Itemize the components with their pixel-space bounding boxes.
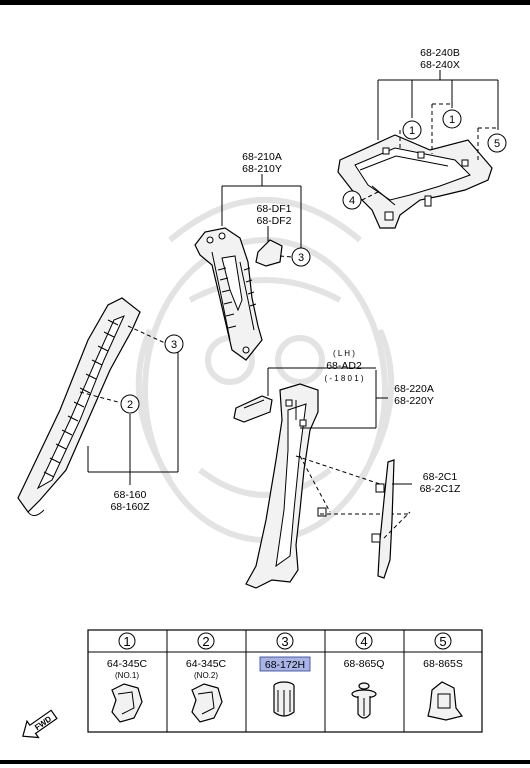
- label-strip-1: 68-2C1: [423, 471, 458, 483]
- fwd-arrow-icon: FWD: [22, 709, 58, 739]
- legend-index-1: 1: [123, 634, 130, 649]
- callout-1b-label: 1: [449, 114, 455, 126]
- label-roof-1: 68-240B: [420, 47, 460, 59]
- part-roof-trim: [337, 134, 493, 229]
- label-strip-2: 68-2C1Z: [420, 483, 461, 495]
- callout-1b: 1: [442, 109, 462, 129]
- label-a-pillar-1: 68-160: [114, 489, 147, 501]
- df-clip: [255, 239, 283, 267]
- b-pillar-leader-lines: [295, 370, 410, 515]
- label-pillar-upper-2: 68-210Y: [242, 163, 282, 175]
- label-ad2-part: 68-AD2: [326, 360, 362, 372]
- callout-4: 4: [342, 190, 362, 210]
- callout-5-label: 5: [494, 138, 500, 150]
- legend-index-2: 2: [202, 634, 209, 649]
- label-ad2-side: ( L H ): [333, 349, 355, 358]
- part-upper-pillar: [194, 227, 283, 361]
- legend-col-1: 1 64-345C (NO.1): [107, 632, 148, 723]
- callout-2: 2: [120, 394, 140, 414]
- legend-col-5: 5 68-865S: [423, 632, 464, 721]
- clip-no2-icon: [191, 683, 223, 723]
- retainer-clip-icon: [427, 681, 464, 721]
- callout-3b: 3: [164, 334, 184, 354]
- part-a-pillar: [17, 297, 141, 516]
- callout-4-label: 4: [349, 195, 355, 207]
- legend-part-1: 64-345C: [107, 658, 148, 670]
- legend-index-3: 3: [281, 634, 288, 649]
- legend-index-4: 4: [360, 634, 367, 649]
- legend-part-4: 68-865Q: [344, 658, 385, 670]
- bottom-rule: [0, 760, 530, 764]
- roof-leader-lines: [361, 70, 499, 201]
- legend-part-5: 68-865S: [423, 658, 463, 670]
- clip-no1-icon: [111, 683, 143, 723]
- legend-part-3: 68-172H: [265, 659, 305, 671]
- a-pillar-leader-lines: [79, 325, 179, 485]
- highlight-box: [259, 656, 311, 672]
- callout-2-label: 2: [127, 399, 133, 411]
- label-roof-2: 68-240X: [420, 59, 460, 71]
- legend-index-5: 5: [439, 634, 446, 649]
- legend-col-2: 2 64-345C (NO.2): [186, 632, 227, 723]
- part-b-pillar: [245, 383, 327, 589]
- legend-table: 1 64-345C (NO.1) 2 64-345C (NO.2) 3 68-1…: [87, 629, 483, 733]
- label-df-2: 68-DF2: [256, 215, 291, 227]
- callout-5: 5: [487, 133, 507, 153]
- legend-note-1: (NO.1): [115, 671, 139, 680]
- callout-3b-label: 3: [171, 339, 177, 351]
- label-b-pillar-2: 68-220Y: [394, 395, 434, 407]
- label-b-pillar-1: 68-220A: [394, 383, 434, 395]
- callout-3a-label: 3: [298, 252, 304, 264]
- legend-note-2: (NO.2): [194, 671, 218, 680]
- pillar-leader-lines: [221, 174, 302, 258]
- callout-3a: 3: [291, 247, 311, 267]
- legend-part-2: 64-345C: [186, 658, 227, 670]
- part-strip: [371, 459, 412, 579]
- fastener-icon: [273, 681, 295, 717]
- callout-1a-label: 1: [409, 125, 415, 137]
- legend-col-4: 4 68-865Q: [344, 632, 385, 719]
- label-df-1: 68-DF1: [256, 203, 291, 215]
- legend-col-3: 3 68-172H: [259, 632, 311, 717]
- label-pillar-upper-1: 68-210A: [242, 151, 282, 163]
- top-rule: [0, 0, 530, 5]
- label-ad2-range: ( - 1 8 0 1 ): [324, 374, 363, 383]
- part-ad2: [233, 367, 322, 423]
- push-rivet-icon: [351, 682, 377, 719]
- label-a-pillar-2: 68-160Z: [110, 501, 150, 513]
- callout-1a: 1: [402, 120, 422, 140]
